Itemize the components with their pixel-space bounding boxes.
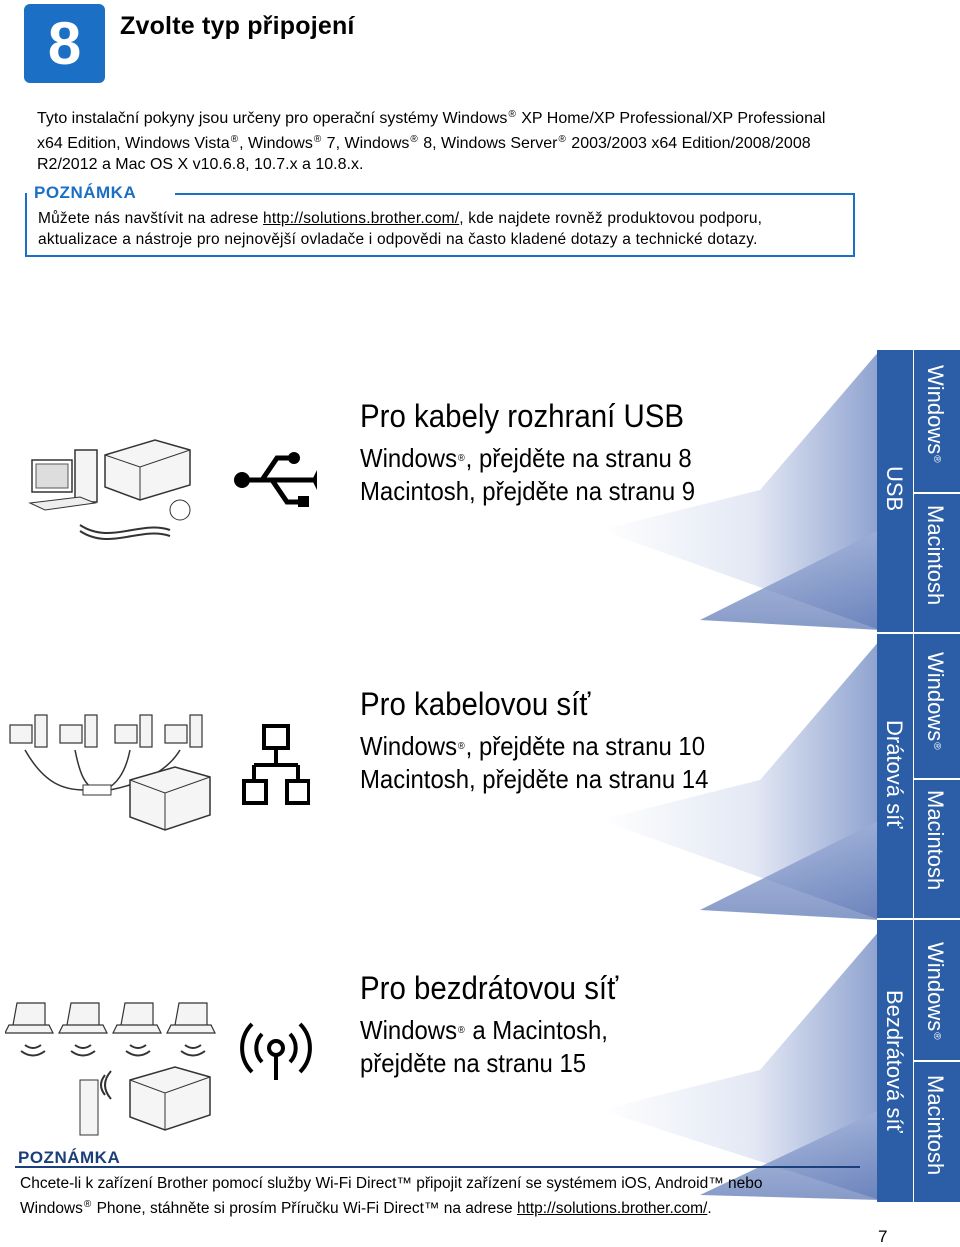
- os-label: Windows: [923, 942, 948, 1032]
- tab-wired: Drátová síť: [882, 720, 907, 829]
- note-box: [25, 193, 855, 257]
- wired-section-title: Pro kabelovou síť: [360, 686, 591, 722]
- reg-mark: ®: [457, 741, 465, 752]
- usb-icon: [234, 452, 317, 507]
- intro-text: 2003/2003 x64 Edition/2008/2008: [566, 135, 811, 152]
- tab-divider: [877, 918, 960, 920]
- page-title: Zvolte typ připojení: [120, 12, 355, 40]
- reg-mark: ®: [230, 134, 239, 145]
- usb-arrow: [600, 350, 880, 630]
- intro-text: 8, Windows Server: [418, 135, 558, 152]
- tab-divider: [914, 492, 960, 494]
- os-name: Windows: [360, 443, 458, 473]
- note-text-part: , kde najdete rovněž produktovou podporu…: [459, 210, 763, 227]
- note-text-part: Můžete nás navštívit na adrese: [38, 210, 264, 227]
- wireless-network-illustration: [5, 1002, 216, 1136]
- note-text-part: Phone, stáhněte si prosím Příručku Wi-Fi…: [92, 1200, 517, 1217]
- intro-paragraph: Tyto instalační pokyny jsou určeny pro o…: [37, 104, 897, 175]
- note-text-bottom: Chcete-li k zařízení Brother pomocí služ…: [20, 1173, 840, 1219]
- wireless-arrow-shade: [700, 1110, 880, 1200]
- wireless-section-title: Pro bezdrátovou síť: [360, 970, 619, 1006]
- page-ref: , přejděte na stranu 8: [465, 443, 692, 473]
- tab-mac-wired: Macintosh: [923, 790, 948, 891]
- note-rule: [15, 1166, 860, 1168]
- wired-arrow: [600, 640, 880, 920]
- wireless-windows-line: Windows® a Macintosh,: [360, 1015, 618, 1046]
- tab-divider: [877, 632, 960, 634]
- wireless-icon: [240, 1022, 312, 1080]
- tab-windows-usb: Windows®: [922, 365, 948, 464]
- tab-wireless: Bezdrátová síť: [882, 990, 907, 1133]
- reg-mark: ®: [410, 134, 418, 145]
- usb-section-title: Pro kabely rozhraní USB: [360, 398, 684, 434]
- reg-mark: ®: [83, 1199, 92, 1210]
- intro-text: x64 Edition, Windows Vista: [37, 135, 230, 152]
- note-text-part: Windows: [20, 1200, 83, 1217]
- note-text: Můžete nás navštívit na adrese http://so…: [38, 208, 843, 250]
- wired-mac-line: Macintosh, přejděte na stranu 14: [360, 764, 709, 794]
- reg-mark: ®: [457, 453, 465, 464]
- wifi-direct-link[interactable]: http://solutions.brother.com/: [516, 1200, 708, 1217]
- tab-divider: [914, 1060, 960, 1062]
- tab-windows-wireless: Windows®: [922, 942, 948, 1041]
- page-ref: a Macintosh,: [465, 1015, 608, 1045]
- tab-mac-usb: Macintosh: [923, 505, 948, 606]
- usb-section: Pro kabely rozhraní USB Windows®, přejdě…: [360, 398, 724, 507]
- wired-windows-line: Windows®, přejděte na stranu 10: [360, 731, 708, 762]
- usb-connection-illustration: [28, 439, 191, 540]
- note-text-part: Chcete-li k zařízení Brother pomocí služ…: [20, 1175, 763, 1192]
- page-number: 7: [878, 1227, 888, 1246]
- wired-section: Pro kabelovou síť Windows®, přejděte na …: [360, 686, 739, 795]
- note-heading-bottom: POZNÁMKA: [18, 1148, 121, 1167]
- wired-network-icon: [242, 724, 310, 805]
- wireless-page-line: přejděte na stranu 15: [360, 1048, 587, 1078]
- wireless-arrow: [600, 930, 880, 1200]
- page-ref: , přejděte na stranu 10: [465, 731, 706, 761]
- note-heading-gap: [27, 188, 175, 198]
- intro-text: 7, Windows: [322, 135, 410, 152]
- wired-network-illustration: [9, 714, 211, 831]
- intro-text: , Windows: [239, 135, 313, 152]
- reg-mark: ®: [931, 742, 942, 750]
- note-text-part: .: [707, 1200, 712, 1217]
- wireless-section: Pro bezdrátovou síť Windows® a Macintosh…: [360, 970, 641, 1079]
- os-name: Windows: [360, 1015, 458, 1045]
- intro-text: Tyto instalační pokyny jsou určeny pro o…: [37, 110, 508, 127]
- tab-divider: [913, 350, 914, 1202]
- reg-mark: ®: [313, 134, 322, 145]
- reg-mark: ®: [931, 1032, 942, 1040]
- connection-type-tab-column: [877, 350, 913, 1202]
- os-name: Windows: [360, 731, 458, 761]
- wired-arrow-shade: [700, 820, 880, 920]
- tab-divider: [914, 778, 960, 780]
- reg-mark: ®: [558, 134, 566, 145]
- tab-mac-wireless: Macintosh: [923, 1075, 948, 1176]
- note-text-part: aktualizace a nástroje pro nejnovější ov…: [38, 231, 758, 248]
- os-label: Windows: [923, 365, 948, 455]
- reg-mark: ®: [457, 1025, 465, 1036]
- intro-text: XP Home/XP Professional/XP Professional: [516, 110, 826, 127]
- reg-mark: ®: [931, 455, 942, 463]
- usb-windows-line: Windows®, přejděte na stranu 8: [360, 443, 695, 474]
- os-label: Windows: [923, 652, 948, 742]
- note-heading: POZNÁMKA: [34, 183, 137, 202]
- usb-arrow-shade: [700, 530, 880, 630]
- reg-mark: ®: [508, 109, 516, 120]
- support-link[interactable]: http://solutions.brother.com/: [263, 210, 460, 227]
- tab-windows-wired: Windows®: [922, 652, 948, 751]
- usb-mac-line: Macintosh, přejděte na stranu 9: [360, 476, 696, 506]
- intro-text: R2/2012 a Mac OS X v10.6.8, 10.7.x a 10.…: [37, 156, 364, 173]
- tab-usb: USB: [882, 466, 907, 512]
- section-arrows: [600, 350, 880, 1200]
- step-number-badge: 8: [24, 4, 105, 83]
